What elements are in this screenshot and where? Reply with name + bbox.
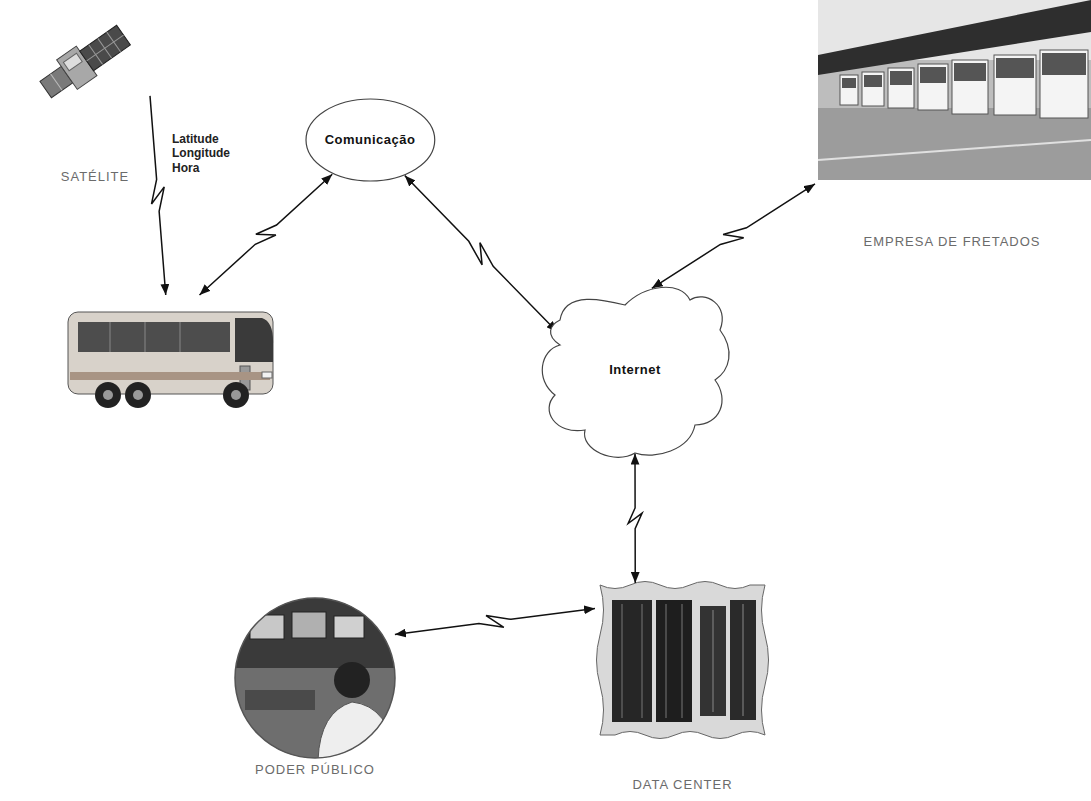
communication-ellipse: Comunicação	[305, 98, 436, 182]
lightning-arrow	[200, 174, 333, 295]
charter-company-photo-part	[862, 72, 884, 106]
charter-company-photo-part	[920, 67, 946, 83]
charter-company-photo-part	[1042, 53, 1086, 75]
node-title: Comunicação	[325, 132, 416, 148]
lightning-arrow	[150, 96, 166, 295]
data-center-illustration-part	[700, 606, 726, 716]
charter-company-photo-part	[890, 71, 912, 85]
edge-label: Latitude Longitude Hora	[170, 132, 232, 175]
lightning-arrow	[652, 184, 815, 288]
bus-illustration-part	[145, 322, 146, 352]
public-authority-node: PODER PÚBLICO	[230, 598, 400, 780]
data-center-illustration-part	[682, 604, 683, 718]
bus-illustration-part	[78, 322, 230, 352]
bus-illustration-part	[70, 372, 270, 380]
bus-node	[60, 295, 285, 415]
data-center-illustration-part	[656, 600, 692, 722]
bus-illustration-part	[110, 322, 111, 352]
bus-illustration-part	[262, 372, 272, 378]
internet-cloud: Internet	[530, 275, 740, 465]
satellite-illustration	[35, 20, 133, 104]
public-authority-photo-part-part	[334, 662, 370, 698]
charter-company-photo	[818, 0, 1091, 180]
data-center-illustration-part	[597, 582, 769, 739]
public-authority-photo-part-part	[292, 612, 326, 638]
public-authority-photo-part-part	[334, 616, 364, 638]
public-authority-photo-part	[235, 598, 395, 758]
data-center-illustration-part	[642, 604, 643, 718]
charter-company-photo-part	[818, 108, 1091, 180]
node-caption: PODER PÚBLICO	[255, 762, 375, 778]
satellite-illustration-part	[63, 53, 82, 70]
public-authority-photo-part-part	[250, 615, 284, 639]
data-center-illustration-part	[713, 610, 714, 712]
charter-company-photo-part	[952, 60, 988, 114]
data-center-illustration	[597, 582, 769, 739]
data-center-illustration-part	[730, 600, 756, 720]
bus-illustration-part	[103, 390, 113, 400]
charter-company-photo-part	[996, 58, 1034, 78]
charter-company-photo-part	[818, 140, 1091, 160]
cloud-outline	[542, 287, 729, 457]
data-center-illustration-part	[612, 600, 652, 722]
satellite-illustration-part	[80, 25, 131, 70]
node-caption: DATA CENTER	[632, 777, 732, 793]
bus-illustration	[68, 312, 273, 408]
public-authority-photo-part-part	[235, 598, 395, 668]
charter-company-photo-part	[994, 55, 1036, 115]
public-authority-photo	[235, 598, 396, 760]
charter-company-photo-part	[842, 78, 856, 88]
charter-company-photo-part	[918, 64, 948, 110]
bus-illustration-part	[125, 382, 151, 408]
node-caption: SATÉLITE	[61, 169, 129, 185]
public-authority-photo-part-part	[318, 702, 396, 760]
charter-company-photo-part	[954, 63, 986, 81]
charter-company-photo-part	[818, 0, 1091, 180]
charter-company-photo-part	[888, 68, 914, 108]
bus-illustration-part	[231, 390, 241, 400]
bus-illustration-part	[95, 382, 121, 408]
bus-illustration-part	[133, 390, 143, 400]
bus-illustration-part	[180, 322, 181, 352]
public-authority-photo-part	[235, 598, 396, 760]
lightning-arrow	[628, 454, 642, 583]
charter-company-photo-part	[864, 75, 882, 87]
data-center-illustration-part	[622, 604, 623, 718]
satellite-illustration-part	[87, 35, 124, 61]
satellite-illustration-part	[51, 74, 62, 90]
lightning-arrow	[395, 608, 595, 634]
charter-company-node: EMPRESA DE FRETADOS	[815, 0, 1089, 252]
satellite-node: SATÉLITE	[40, 15, 150, 187]
node-caption: EMPRESA DE FRETADOS	[864, 234, 1041, 250]
data-center-node: DATA CENTER	[595, 583, 770, 795]
ellipse-outline	[306, 99, 435, 181]
charter-company-photo-part	[840, 75, 858, 105]
public-authority-photo-part-part	[245, 690, 315, 710]
data-center-illustration-part	[743, 604, 744, 716]
lightning-arrow	[405, 176, 558, 332]
bus-illustration-part	[68, 312, 273, 394]
data-center-illustration-part	[666, 604, 667, 718]
charter-company-photo-part	[1040, 50, 1088, 118]
node-title: Internet	[609, 362, 661, 378]
bus-illustration-part	[235, 318, 273, 362]
bus-illustration-part	[223, 382, 249, 408]
